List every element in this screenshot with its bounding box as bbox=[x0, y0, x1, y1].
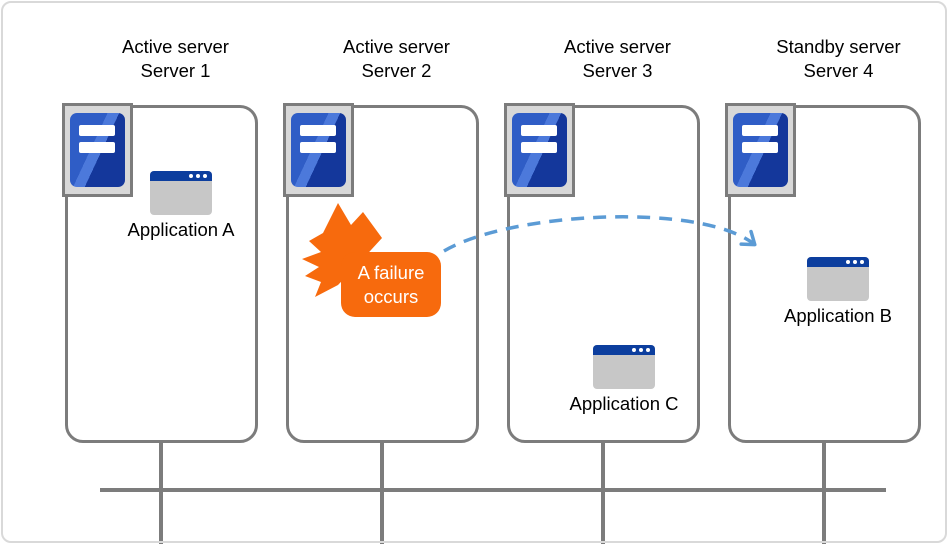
tower-panel-bar bbox=[742, 142, 778, 153]
tower-panel-bar bbox=[521, 125, 557, 136]
server-group-4: Standby server Server 4 bbox=[725, 36, 921, 544]
tower-panel-bar bbox=[521, 142, 557, 153]
server-role-label: Active server bbox=[564, 36, 671, 57]
application-window-icon bbox=[807, 257, 869, 301]
tower-panel-bar bbox=[79, 142, 115, 153]
server-group-3: Active server Server 3 bbox=[504, 36, 700, 544]
window-dot bbox=[846, 260, 850, 264]
window-titlebar bbox=[593, 345, 655, 355]
server-title: Active server Server 2 bbox=[300, 35, 493, 83]
application-label: Application A bbox=[127, 219, 235, 240]
window-dot bbox=[189, 174, 193, 178]
window-dot bbox=[860, 260, 864, 264]
server-tower-icon bbox=[62, 103, 133, 197]
server-tower-icon bbox=[504, 103, 575, 197]
network-bus-line bbox=[100, 488, 886, 492]
tower-panel-bar bbox=[300, 125, 336, 136]
application-window-icon bbox=[150, 171, 212, 215]
server-tower bbox=[512, 113, 567, 187]
network-connector bbox=[822, 440, 826, 544]
tower-panel-bar bbox=[742, 125, 778, 136]
tower-panel-bar bbox=[79, 125, 115, 136]
failure-callout-label: A failure occurs bbox=[357, 261, 425, 307]
server-tower-icon bbox=[283, 103, 354, 197]
window-dot bbox=[203, 174, 207, 178]
network-connector bbox=[159, 440, 163, 544]
server-group-1: Active server Server 1 bbox=[62, 36, 258, 544]
server-title: Standby server Server 4 bbox=[742, 35, 935, 83]
server-tower bbox=[70, 113, 125, 187]
window-dot bbox=[646, 348, 650, 352]
application-a: Application A bbox=[128, 171, 234, 240]
server-tower-icon bbox=[725, 103, 796, 197]
window-dot bbox=[196, 174, 200, 178]
window-dot bbox=[639, 348, 643, 352]
server-tower bbox=[733, 113, 788, 187]
application-c: Application C bbox=[569, 345, 679, 414]
server-title: Active server Server 3 bbox=[521, 35, 714, 83]
server-title: Active server Server 1 bbox=[79, 35, 272, 83]
server-name-label: Server 2 bbox=[361, 60, 432, 81]
application-label: Application C bbox=[569, 393, 679, 414]
window-dot bbox=[632, 348, 636, 352]
application-label: Application B bbox=[784, 305, 892, 326]
network-connector bbox=[380, 440, 384, 544]
server-role-label: Active server bbox=[343, 36, 450, 57]
application-b: Application B bbox=[784, 257, 892, 326]
window-titlebar bbox=[807, 257, 869, 267]
server-tower bbox=[291, 113, 346, 187]
server-name-label: Server 3 bbox=[582, 60, 653, 81]
window-titlebar bbox=[150, 171, 212, 181]
server-role-label: Active server bbox=[122, 36, 229, 57]
window-dot bbox=[853, 260, 857, 264]
application-window-icon bbox=[593, 345, 655, 389]
tower-panel-bar bbox=[300, 142, 336, 153]
server-name-label: Server 4 bbox=[803, 60, 874, 81]
server-role-label: Standby server bbox=[776, 36, 901, 57]
failure-callout: A failure occurs bbox=[341, 252, 441, 317]
server-name-label: Server 1 bbox=[140, 60, 211, 81]
network-connector bbox=[601, 440, 605, 544]
